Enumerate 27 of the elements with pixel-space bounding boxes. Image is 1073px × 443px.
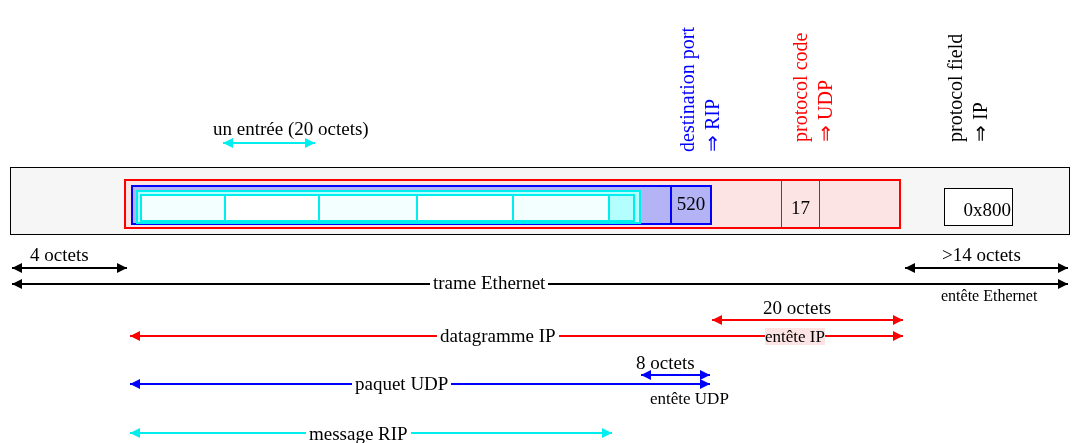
datagram-label: datagramme IP — [437, 326, 559, 345]
size-label: 20 octets — [763, 298, 832, 317]
entry-cell — [416, 194, 514, 222]
port-note: destination port ⇒ RIP — [675, 26, 724, 152]
ip-datagram-box — [124, 179, 901, 229]
packet-label: paquet UDP — [352, 374, 452, 393]
header-label: entête UDP — [650, 390, 729, 407]
size-label: 4 octets — [30, 245, 89, 264]
entry-size-label: un entrée (20 octets) — [213, 119, 369, 138]
size-label: 8 octets — [636, 353, 695, 372]
header-label: entête Ethernet — [941, 288, 1038, 304]
frame-box — [10, 167, 1070, 235]
protocol-note: protocol code ⇒ UDP — [788, 31, 837, 142]
rip-message-box — [136, 190, 641, 224]
udp-packet-box — [131, 185, 710, 225]
ethertype-note: protocol field ⇒ IP — [943, 32, 992, 142]
frame-label: trame Ethernet — [430, 273, 549, 292]
entry-cell — [318, 194, 418, 222]
port-field: 520 — [670, 185, 712, 225]
entry-cell — [140, 194, 226, 222]
size-label: >14 octets — [942, 245, 1021, 264]
header-label: entête IP — [765, 328, 825, 345]
protocol-field: 17 — [781, 179, 820, 229]
entry-cell — [512, 194, 610, 222]
entry-cell — [224, 194, 320, 222]
entry-cell — [608, 194, 635, 222]
ethertype-field: 0x800 — [944, 188, 1013, 226]
